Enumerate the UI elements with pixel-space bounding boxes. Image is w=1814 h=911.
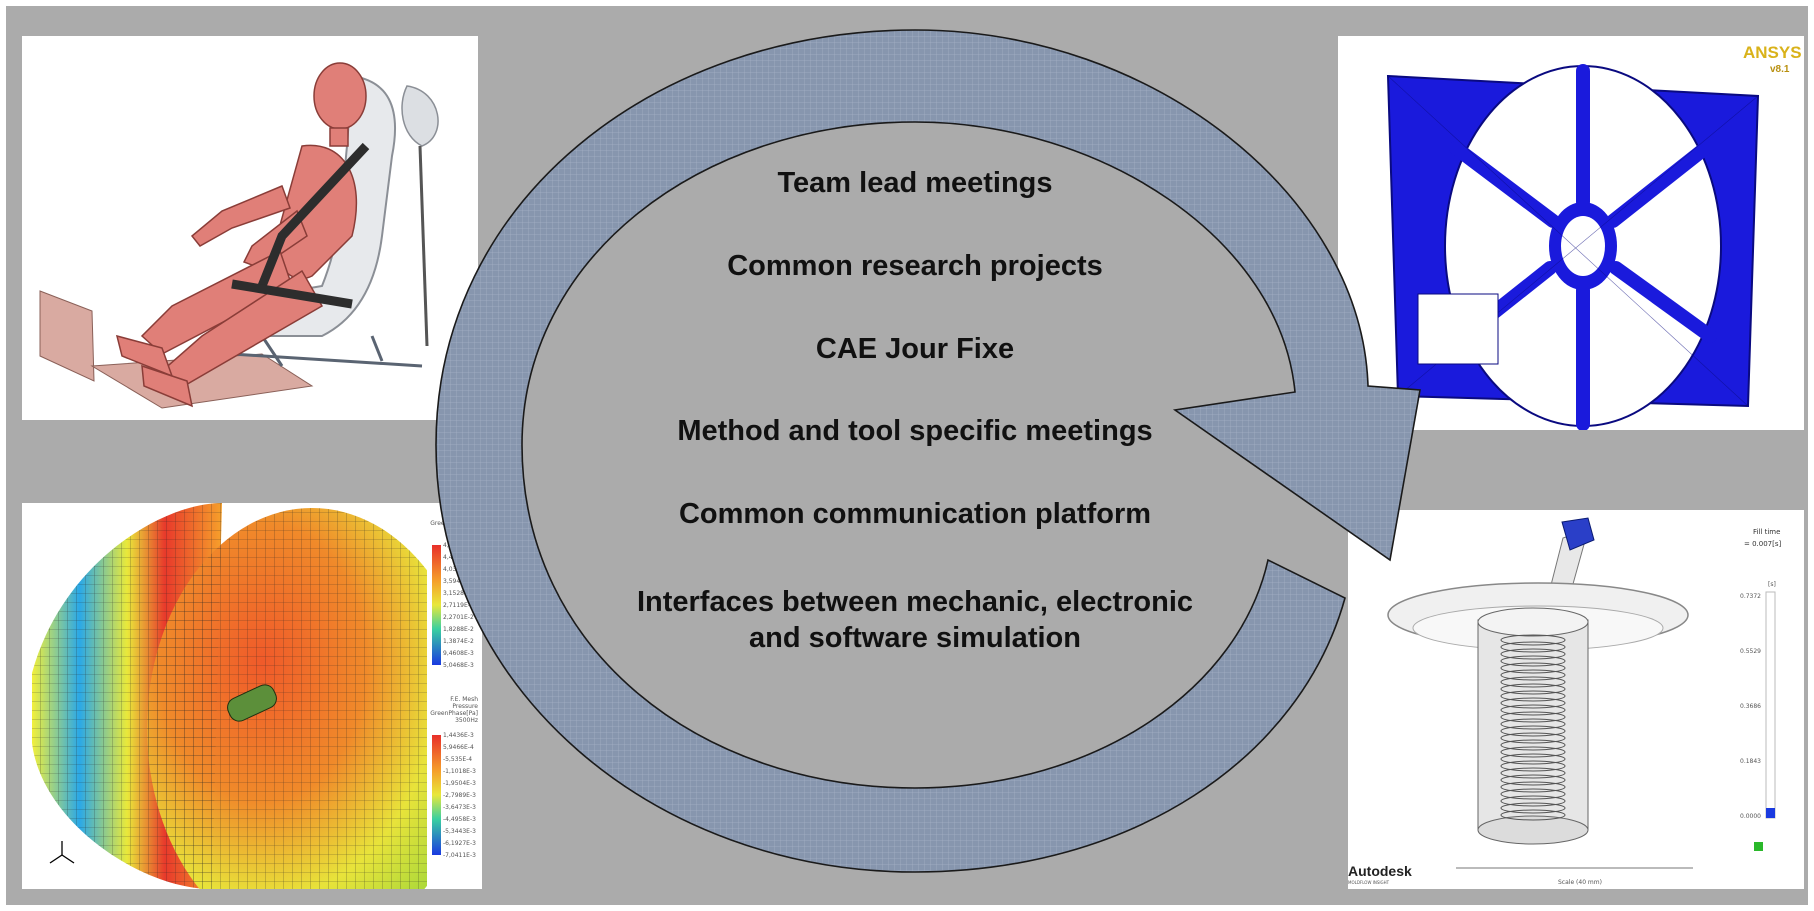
item-method-tool-meetings: Method and tool specific meetings bbox=[677, 415, 1153, 447]
crash-dummy-on-seat-icon bbox=[22, 36, 478, 420]
coil-turn bbox=[1500, 641, 1566, 653]
coil-turn bbox=[1500, 788, 1566, 800]
coil-turn bbox=[1500, 711, 1566, 723]
moldflow-filling-simulation-icon: Fill time = 0.007[s] 0.7372 0.5529 0.3686 0… bbox=[1348, 510, 1804, 889]
coil-turn bbox=[1500, 767, 1566, 779]
legend-bottom-value: -4,4958E-3 bbox=[443, 816, 476, 823]
arrow-shape bbox=[435, 29, 1421, 873]
coil-turn bbox=[1500, 718, 1566, 730]
scale-label: Scale (40 mm) bbox=[1558, 879, 1602, 886]
coil-turn bbox=[1500, 774, 1566, 786]
fill-time-legend-value: 0.5529 bbox=[1740, 648, 1761, 655]
legend-bottom-title: 3500Hz bbox=[455, 717, 478, 724]
fill-time-legend-value: 0.3686 bbox=[1740, 703, 1761, 710]
coil-turn bbox=[1500, 683, 1566, 695]
ansys-fan-image: ANSYS v8.1 bbox=[1338, 36, 1804, 430]
coil-turn bbox=[1500, 697, 1566, 709]
coil-turn bbox=[1500, 781, 1566, 793]
legend-bottom-title: F.E. Mesh bbox=[450, 696, 478, 703]
item-interfaces-line-2: and software simulation bbox=[749, 622, 1081, 654]
coil-turn bbox=[1500, 690, 1566, 702]
legend-unit: [s] bbox=[1768, 581, 1776, 588]
fill-time-value: = 0.007[s] bbox=[1744, 540, 1782, 548]
legend-bottom-value: -2,7989E-3 bbox=[443, 792, 476, 799]
coil-turn bbox=[1500, 669, 1566, 681]
legend-bottom-value: -5,3443E-3 bbox=[443, 828, 476, 835]
coil-turn bbox=[1500, 739, 1566, 751]
view-triad-icon bbox=[1754, 842, 1763, 851]
fill-time-legend-value: 0.0000 bbox=[1740, 813, 1761, 820]
legend-bottom-value: -5,535E-4 bbox=[443, 756, 472, 763]
legend-top-value: 2,2701E-2 bbox=[443, 614, 474, 621]
item-communication-platform: Common communication platform bbox=[678, 498, 1152, 530]
coil-turn bbox=[1500, 725, 1566, 737]
coil-turn bbox=[1500, 760, 1566, 772]
fill-time-legend-value: 0.1843 bbox=[1740, 758, 1761, 765]
ansys-logo: ANSYS bbox=[1743, 43, 1802, 62]
legend-bottom-value: 1,4436E-3 bbox=[443, 732, 474, 739]
legend-top-value: 3,5942E-2 bbox=[443, 578, 474, 585]
moldflow-insight-label: MOLDFLOW INSIGHT bbox=[1348, 880, 1390, 885]
legend-top-value: 1,8288E-2 bbox=[443, 626, 474, 633]
moldflow-image: Fill time = 0.007[s] 0.7372 0.5529 0.3686 0… bbox=[1348, 510, 1804, 889]
legend-top-value: 1,3874E-2 bbox=[443, 638, 474, 645]
item-cae-jour-fixe: CAE Jour Fixe bbox=[815, 333, 1015, 365]
coil-turn bbox=[1500, 795, 1566, 807]
axis-triad-icon bbox=[49, 841, 75, 864]
fill-time-title: Fill time bbox=[1753, 528, 1780, 536]
legend-top-value: 2,7119E-2 bbox=[443, 602, 474, 609]
legend-bottom-value: -3,6473E-3 bbox=[443, 804, 476, 811]
coil-turn bbox=[1500, 634, 1566, 646]
coil-turn bbox=[1500, 655, 1566, 667]
coil-turn bbox=[1500, 809, 1566, 821]
coil-turn bbox=[1500, 662, 1566, 674]
coil-turn bbox=[1500, 746, 1566, 758]
crash-dummy-image bbox=[22, 36, 478, 420]
coil-turn bbox=[1500, 676, 1566, 688]
legend-bottom-value: -1,1018E-3 bbox=[443, 768, 476, 775]
coil-turn bbox=[1500, 648, 1566, 660]
item-team-lead-meetings: Team lead meetings bbox=[777, 167, 1053, 199]
legend-top-value: 5,0468E-3 bbox=[443, 662, 474, 669]
item-interfaces-line-1: Interfaces between mechanic, electronic bbox=[636, 586, 1194, 618]
coil-turn bbox=[1500, 704, 1566, 716]
legend-bottom-value: -7,0411E-3 bbox=[443, 852, 476, 859]
legend-bottom-title: GreenPhase[Pa] bbox=[430, 710, 478, 717]
coil-turn bbox=[1500, 753, 1566, 765]
coil-turn bbox=[1500, 802, 1566, 814]
legend-bottom-value: 5,9466E-4 bbox=[443, 744, 474, 751]
legend-top-value: 9,4608E-3 bbox=[443, 650, 474, 657]
item-common-research-projects: Common research projects bbox=[727, 250, 1103, 282]
autodesk-logo: Autodesk bbox=[1348, 863, 1412, 879]
legend-bottom-title: Pressure bbox=[452, 703, 478, 710]
legend-bottom-value: -6,1927E-3 bbox=[443, 840, 476, 847]
fan-shroud-fe-model-icon: ANSYS v8.1 bbox=[1338, 36, 1804, 430]
fill-time-legend-value: 0.7372 bbox=[1740, 593, 1761, 600]
legend-bottom-value: -1,9504E-3 bbox=[443, 780, 476, 787]
ansys-version: v8.1 bbox=[1770, 64, 1790, 75]
coil-turn bbox=[1500, 732, 1566, 744]
legend-top-value: 3,1528E-2 bbox=[443, 590, 474, 597]
